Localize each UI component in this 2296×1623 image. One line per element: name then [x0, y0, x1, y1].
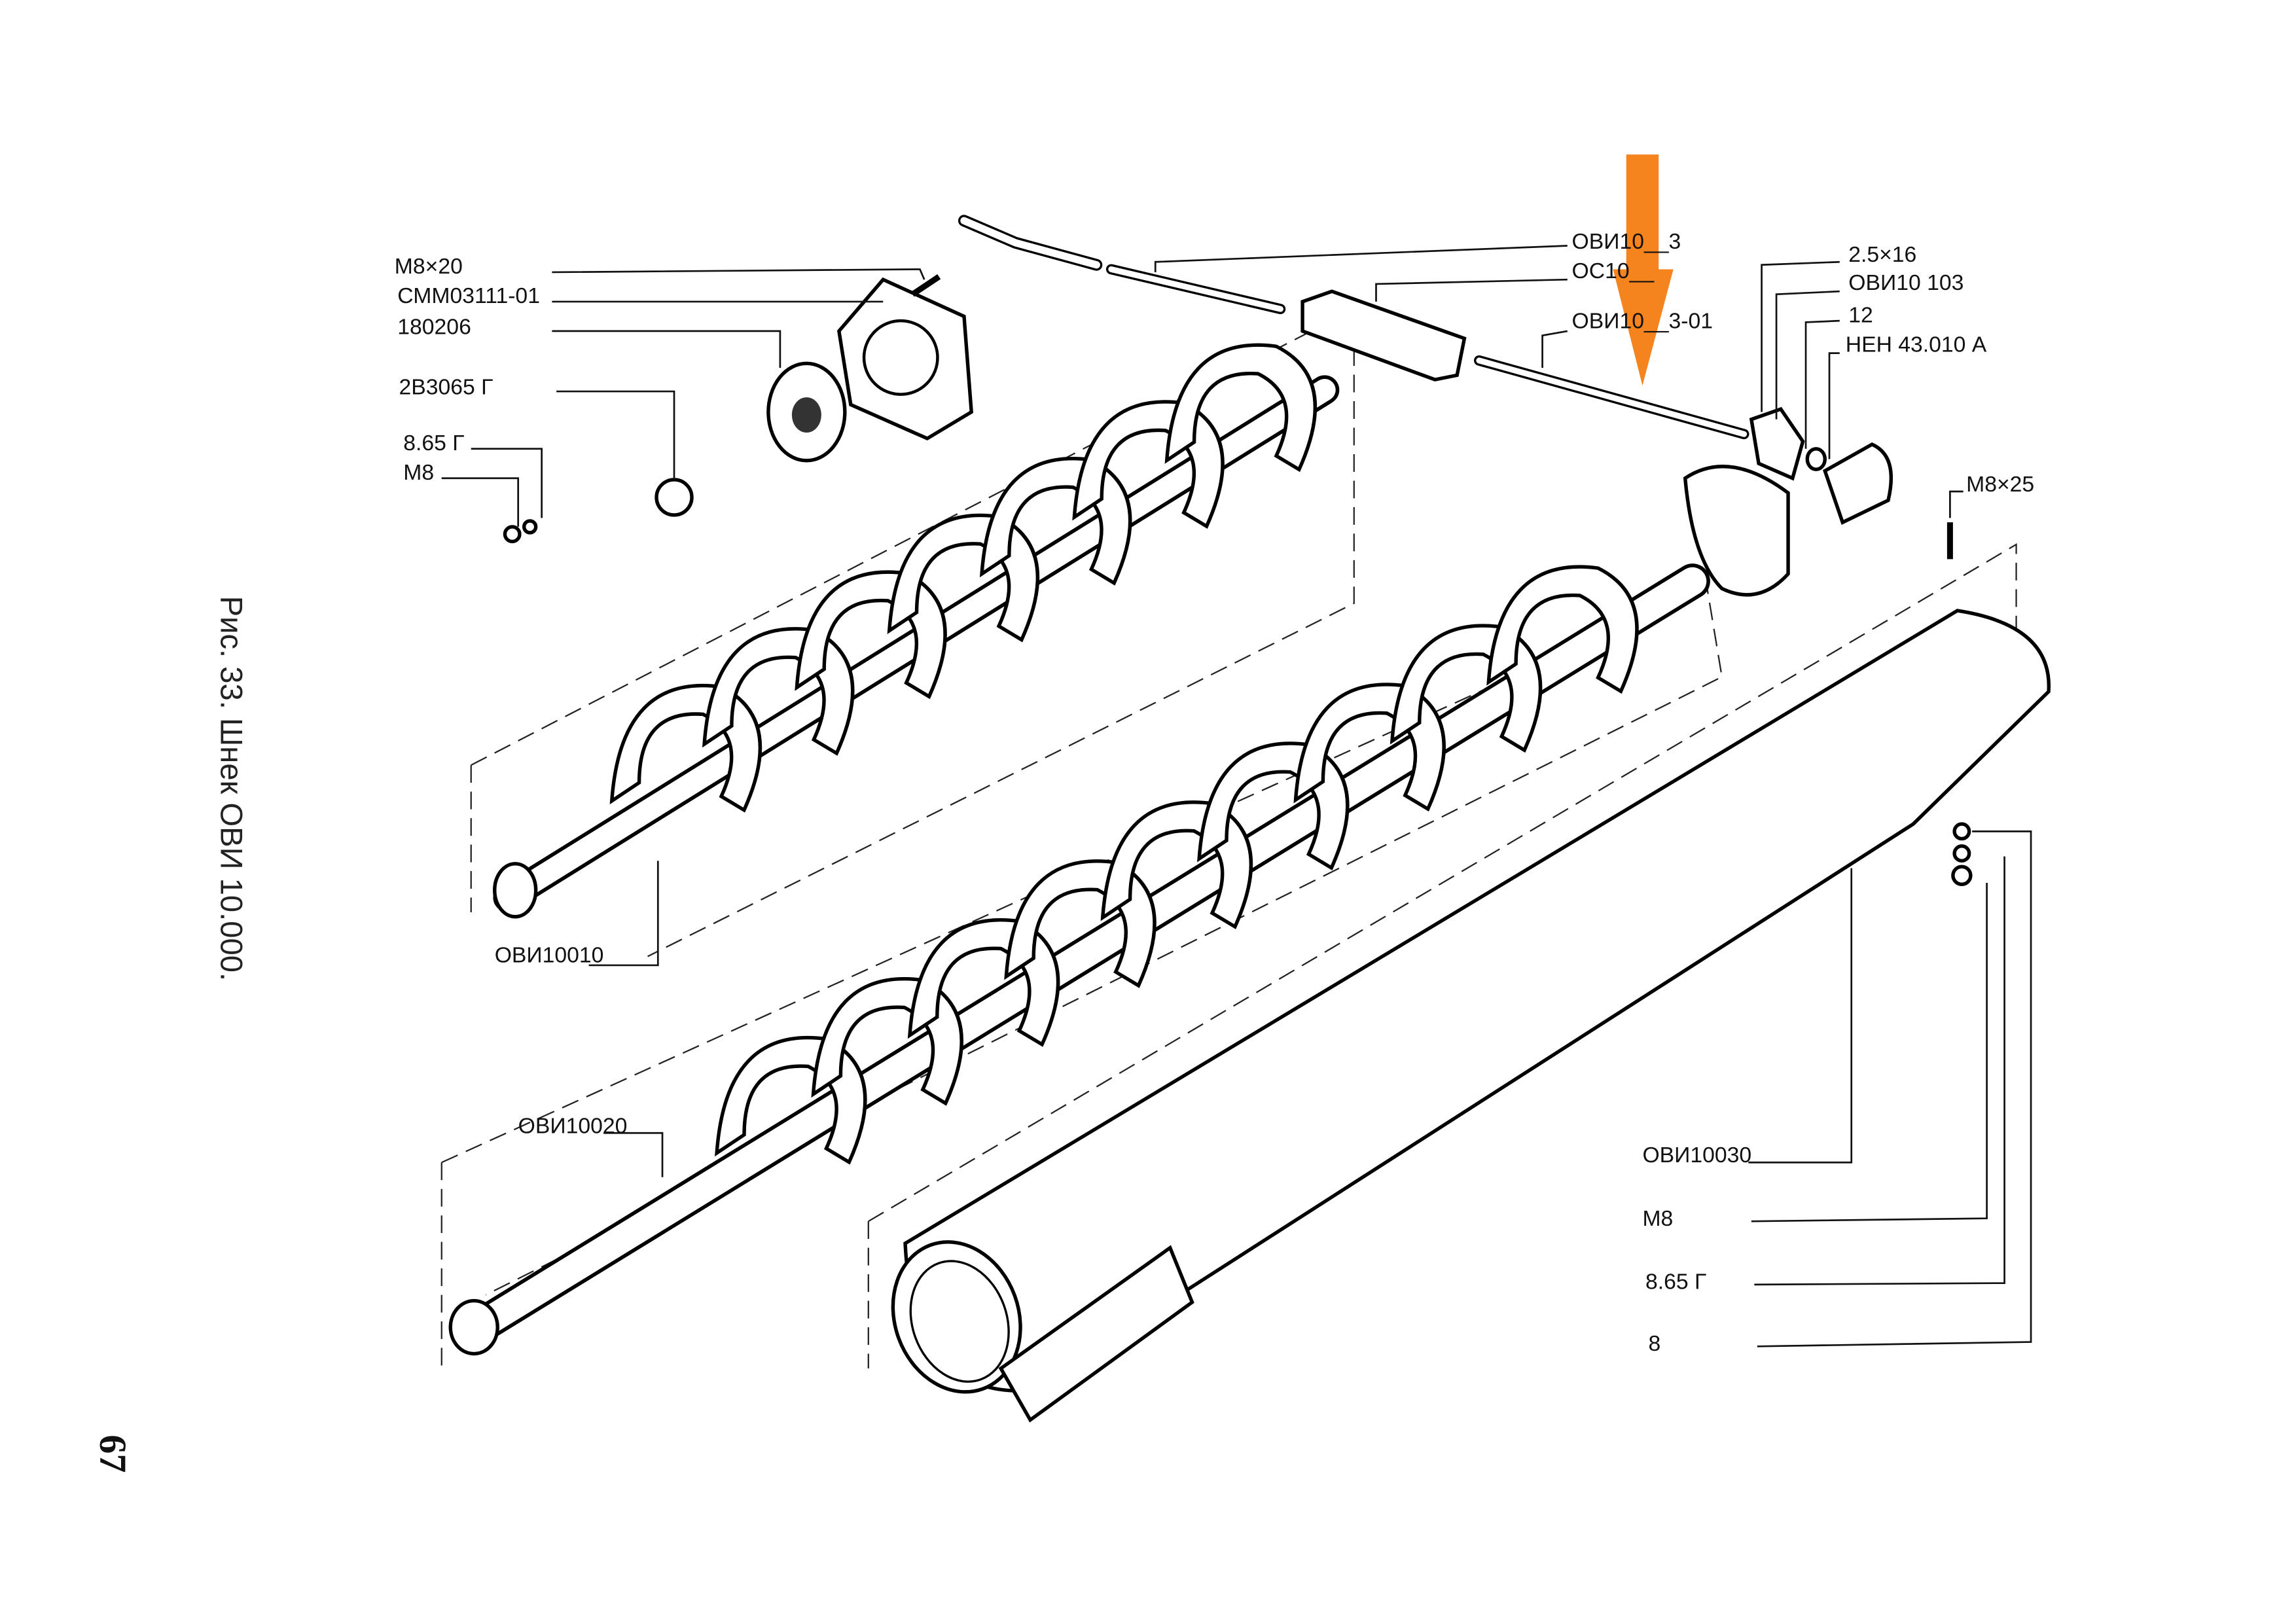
auger-flight: [1486, 565, 1639, 694]
washer-part: [1952, 822, 1971, 841]
highlight-arrow-icon: [1613, 154, 1674, 386]
label-washer-8: 8: [1648, 1331, 1660, 1356]
label-ring: 2В3065 Г: [399, 375, 493, 400]
washer-part: [1952, 844, 1971, 863]
page-number: 67: [92, 1435, 134, 1472]
nut-part: [1951, 865, 1973, 886]
bearing-housing-part: [1683, 465, 1790, 597]
auger-flight: [1164, 343, 1318, 473]
flange-part: [836, 277, 974, 441]
label-nut-left: М8: [403, 460, 434, 485]
turnbuckle-part: [1300, 289, 1467, 382]
washer-part: [522, 519, 538, 535]
auger-upper: [493, 343, 1340, 919]
label-turnbuckle: ОС10__: [1572, 259, 1655, 283]
label-washer-left: 8.65 Г: [403, 431, 464, 455]
bolt-part: [910, 274, 941, 297]
label-pin: 2.5×16: [1848, 242, 1916, 267]
label-washer-12: 12: [1848, 302, 1873, 327]
label-rod-01: ОВИ10__3-01: [1572, 308, 1713, 333]
nut-part: [503, 525, 522, 544]
shaft-end: [493, 862, 538, 919]
leader-lines: [441, 245, 2032, 1347]
label-washer-right: 8.65 Г: [1645, 1270, 1706, 1294]
label-bolt-m8x20: M8×20: [395, 254, 463, 279]
bushing-part: [1822, 442, 1893, 525]
shaft-end: [448, 1298, 499, 1356]
label-nut-right: М8: [1642, 1206, 1673, 1231]
figure-caption: Рис. 33. Шнек ОВИ 10.000.: [213, 596, 248, 982]
label-bolt-m8x25: M8×25: [1966, 472, 2034, 497]
label-bracket: ОВИ10 103: [1848, 270, 1964, 295]
label-tube: ОВИ10030: [1642, 1143, 1751, 1168]
ring-part: [655, 478, 694, 517]
auger-lower: [448, 563, 1710, 1356]
label-bushing: НЕН 43.010 А: [1846, 332, 1987, 357]
label-flange: СММ03111-01: [397, 283, 540, 308]
label-bearing: 180206: [397, 314, 471, 339]
tie-rod: [958, 215, 1749, 440]
bracket-part: [1749, 406, 1805, 481]
auger-tube: [891, 609, 2051, 1423]
label-auger-upper: ОВИ10010: [495, 942, 604, 967]
label-auger-lower: ОВИ10020: [518, 1113, 628, 1138]
washer-12-part: [1805, 447, 1827, 471]
label-rod: ОВИ10__3: [1572, 229, 1681, 254]
bearing-part: [766, 361, 847, 463]
